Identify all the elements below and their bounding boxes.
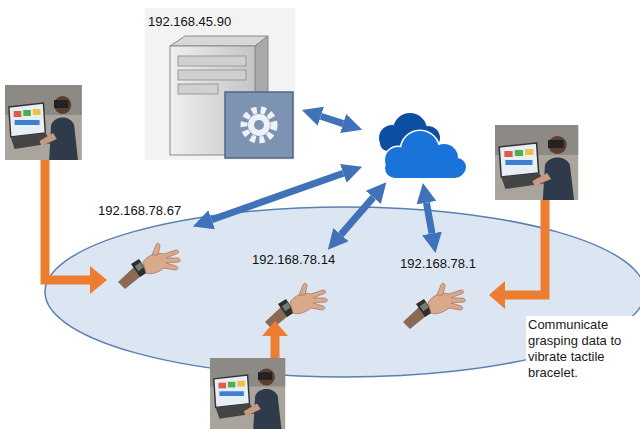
- ip-address: 192.168.78.1: [398, 256, 486, 271]
- ip-address: 192.168.78.14: [250, 252, 341, 267]
- server-node: 192.168.45.90: [145, 8, 299, 160]
- hand-bracelet: [403, 283, 465, 329]
- cloud-base: [385, 158, 465, 178]
- user-photo: [210, 358, 285, 429]
- network-link: [212, 173, 344, 219]
- network-link: [341, 197, 373, 234]
- drive-bay: [178, 70, 246, 80]
- front-cloud: [385, 131, 466, 178]
- drive-bay: [178, 56, 246, 66]
- bracelet-node: 192.168.78.67: [96, 203, 190, 285]
- tower-top: [170, 36, 268, 46]
- network-link: [426, 203, 432, 234]
- cloud-base: [385, 158, 465, 178]
- gear-teeth: [244, 110, 274, 140]
- cloud-icon: [379, 113, 466, 178]
- cloud-node: [365, 115, 468, 180]
- bracelet-node: 192.168.78.1: [398, 256, 486, 322]
- ip-address: 192.168.78.67: [96, 203, 190, 218]
- network-link: [321, 116, 343, 123]
- ip-address: 192.168.45.90: [146, 14, 298, 29]
- icon-ground: [145, 8, 295, 160]
- user-photo: [495, 125, 578, 200]
- gear-hole: [254, 120, 264, 130]
- bracelet-node: 192.168.78.14: [250, 252, 341, 322]
- server-icon: [145, 8, 295, 160]
- orange-arrow-shaft: [503, 200, 545, 295]
- note-text: Communicate grasping data to vibrate tac…: [526, 316, 634, 382]
- drive-bay: [178, 84, 218, 94]
- gear: [248, 114, 270, 136]
- orange-arrow-shaft: [45, 160, 92, 280]
- gear-box: [225, 92, 293, 158]
- front-cloud-outline: [385, 131, 466, 178]
- orange-arrow-shaft: [271, 334, 280, 358]
- orange-arrow-head: [262, 321, 288, 336]
- hand-bracelet: [118, 243, 180, 289]
- orange-arrows: [45, 160, 545, 358]
- orange-arrow-head: [90, 266, 107, 294]
- edge-group: [212, 116, 432, 234]
- user-photo: [5, 85, 82, 160]
- orange-arrow-head: [489, 281, 505, 309]
